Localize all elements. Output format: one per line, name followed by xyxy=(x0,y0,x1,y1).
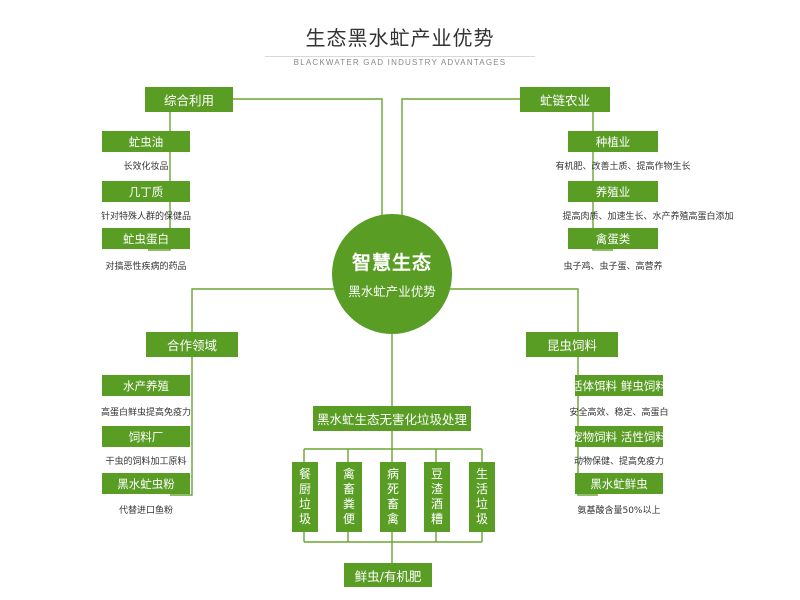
item-fly-oil: 虻虫油 xyxy=(102,131,190,152)
desc-live-bait: 安全高效、稳定、高蛋白 xyxy=(569,408,669,418)
subtitle-row: BLACKWATER GAD INDUSTRY ADVANTAGES xyxy=(0,50,800,69)
connector-top-right xyxy=(401,98,520,218)
source-kitchen-waste: 餐厨垃圾 xyxy=(292,462,318,532)
source-bean-dregs: 豆渣酒糟 xyxy=(424,462,450,532)
desc-fly-protein: 对搞恶性疾病的药品 xyxy=(105,262,187,272)
desc-chitin: 针对特殊人群的保健品 xyxy=(100,212,191,222)
source-household-waste: 生活垃圾 xyxy=(469,462,495,532)
branch-comprehensive-use: 综合利用 xyxy=(145,87,233,112)
connector-top-left xyxy=(232,98,383,218)
center-node: 智慧生态 黑水虻产业优势 xyxy=(332,214,452,334)
item-fresh-larvae: 黑水虻鲜虫 xyxy=(575,473,663,494)
item-planting: 种植业 xyxy=(568,131,658,152)
connector-middle-left xyxy=(191,288,340,333)
connector-top-right-items xyxy=(592,111,613,251)
item-fly-powder: 黑水虻虫粉 xyxy=(102,473,190,494)
desc-poultry-eggs: 虫子鸡、虫子蛋、高营养 xyxy=(563,262,663,272)
connector-middle-right xyxy=(444,288,579,333)
connector-top-left-items xyxy=(148,111,171,251)
branch-insect-feed: 昆虫饲料 xyxy=(526,332,618,357)
item-breeding: 养殖业 xyxy=(568,181,658,202)
output-fresh-larvae-fertilizer: 鲜虫/有机肥 xyxy=(344,563,432,587)
desc-aquaculture: 高蛋白鲜虫提高免疫力 xyxy=(100,408,191,418)
branch-cooperation-fields: 合作领域 xyxy=(146,332,238,357)
connector-bottom-right-items xyxy=(577,356,598,496)
desc-fly-oil: 长效化妆品 xyxy=(123,162,169,172)
desc-fresh-larvae: 氨基酸含量50%以上 xyxy=(577,506,661,516)
subtitle-divider xyxy=(265,56,535,57)
desc-pet-feed: 动物保健、提高免疫力 xyxy=(573,457,664,467)
connector-bottom-left-items xyxy=(170,356,193,496)
desc-fly-powder: 代替进口鱼粉 xyxy=(118,506,173,516)
desc-planting: 有机肥、改善土质、提高作物生长 xyxy=(555,162,691,172)
branch-waste-treatment: 黑水虻生态无害化垃圾处理 xyxy=(313,406,471,431)
page-subtitle: BLACKWATER GAD INDUSTRY ADVANTAGES xyxy=(287,57,513,69)
center-title: 智慧生态 xyxy=(351,252,432,274)
item-pet-feed: 宠物饲料 活性饲料 xyxy=(571,426,667,447)
branch-fly-chain-agriculture: 虻链农业 xyxy=(520,87,610,112)
item-poultry-eggs: 禽蛋类 xyxy=(568,228,658,249)
item-fly-protein: 虻虫蛋白 xyxy=(102,228,190,249)
center-subtitle: 黑水虻产业优势 xyxy=(348,284,436,299)
source-dead-livestock: 病死畜禽 xyxy=(380,462,406,532)
item-feed-factory: 饲料厂 xyxy=(102,426,190,447)
page-title: 生态黑水虻产业优势 xyxy=(305,26,495,50)
desc-feed-factory: 干虫的饲料加工原料 xyxy=(105,457,187,467)
source-livestock-manure: 禽畜粪便 xyxy=(336,462,362,532)
item-aquaculture: 水产养殖 xyxy=(102,375,190,396)
item-chitin: 几丁质 xyxy=(102,181,190,202)
item-live-bait: 活体饵料 鲜虫饲料 xyxy=(571,375,667,396)
desc-breeding: 提高肉质、加速生长、水产养殖高蛋白添加 xyxy=(562,212,734,222)
